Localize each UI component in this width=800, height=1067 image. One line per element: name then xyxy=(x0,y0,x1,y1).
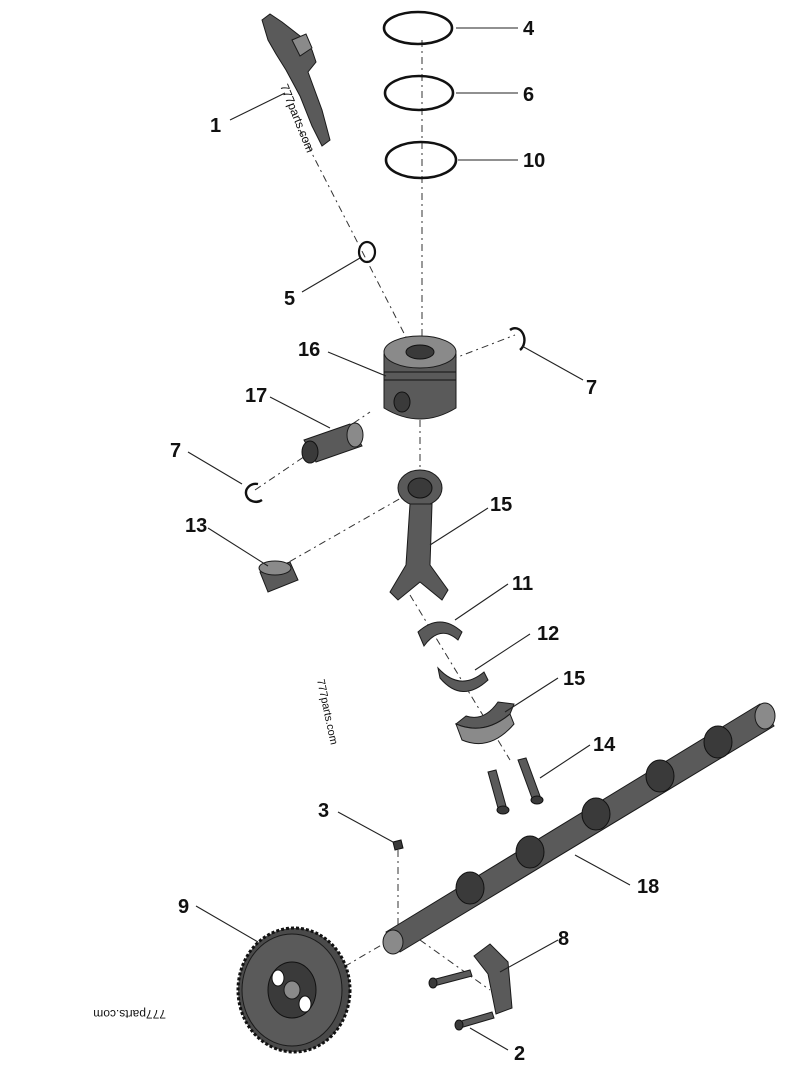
callout-6: 6 xyxy=(523,84,534,106)
callout-12: 12 xyxy=(537,623,559,645)
thrust-plate-part[interactable] xyxy=(473,943,513,1015)
callout-5: 5 xyxy=(284,288,295,310)
key-part[interactable] xyxy=(392,839,404,851)
callout-18: 18 xyxy=(637,876,659,898)
connecting-rod-bolts-part[interactable] xyxy=(487,757,544,815)
callout-2: 2 xyxy=(514,1043,525,1065)
bolt-part[interactable] xyxy=(428,969,495,1031)
callout-16: 16 xyxy=(298,339,320,361)
connecting-rod-part[interactable] xyxy=(389,469,449,601)
o-ring-5[interactable] xyxy=(357,240,377,264)
callout-4: 4 xyxy=(523,18,535,40)
callout-17: 17 xyxy=(245,385,267,407)
snap-ring-7-right[interactable] xyxy=(509,327,526,351)
injector-nozzle-part[interactable] xyxy=(261,13,331,147)
piston-ring-6[interactable] xyxy=(383,74,455,112)
callout-14: 14 xyxy=(593,734,616,756)
callout-13: 13 xyxy=(185,515,207,537)
piston-part[interactable] xyxy=(383,335,457,420)
piston-pin-part[interactable] xyxy=(301,422,364,464)
bearing-shell-12[interactable] xyxy=(437,666,489,692)
callout-15-upper: 15 xyxy=(490,494,512,516)
bearing-shell-11[interactable] xyxy=(417,621,463,648)
watermark-3: 777parts.com xyxy=(93,1007,166,1021)
camshaft-part[interactable] xyxy=(382,702,776,955)
piston-ring-10[interactable] xyxy=(384,140,458,180)
bushing-part[interactable] xyxy=(258,560,299,593)
callout-1: 1 xyxy=(210,115,221,137)
callout-labels: 1 4 6 10 5 16 17 7 7 13 15 11 12 15 14 3… xyxy=(170,18,659,1065)
snap-ring-7-left[interactable] xyxy=(244,482,263,503)
callout-7-left: 7 xyxy=(170,440,181,462)
callout-11: 11 xyxy=(512,573,533,595)
connecting-rod-cap-part[interactable] xyxy=(455,701,515,744)
callout-3: 3 xyxy=(318,800,329,822)
assembly-centerlines xyxy=(254,40,516,991)
watermark-2: 777parts.com xyxy=(314,678,340,746)
leader-lines xyxy=(187,27,631,1051)
callout-7-right: 7 xyxy=(586,377,597,399)
camshaft-gear-part[interactable] xyxy=(236,926,352,1054)
callout-15-lower: 15 xyxy=(563,668,585,690)
callout-8: 8 xyxy=(558,928,569,950)
callout-10: 10 xyxy=(523,150,545,172)
piston-ring-4[interactable] xyxy=(382,10,454,46)
callout-9: 9 xyxy=(178,896,189,918)
